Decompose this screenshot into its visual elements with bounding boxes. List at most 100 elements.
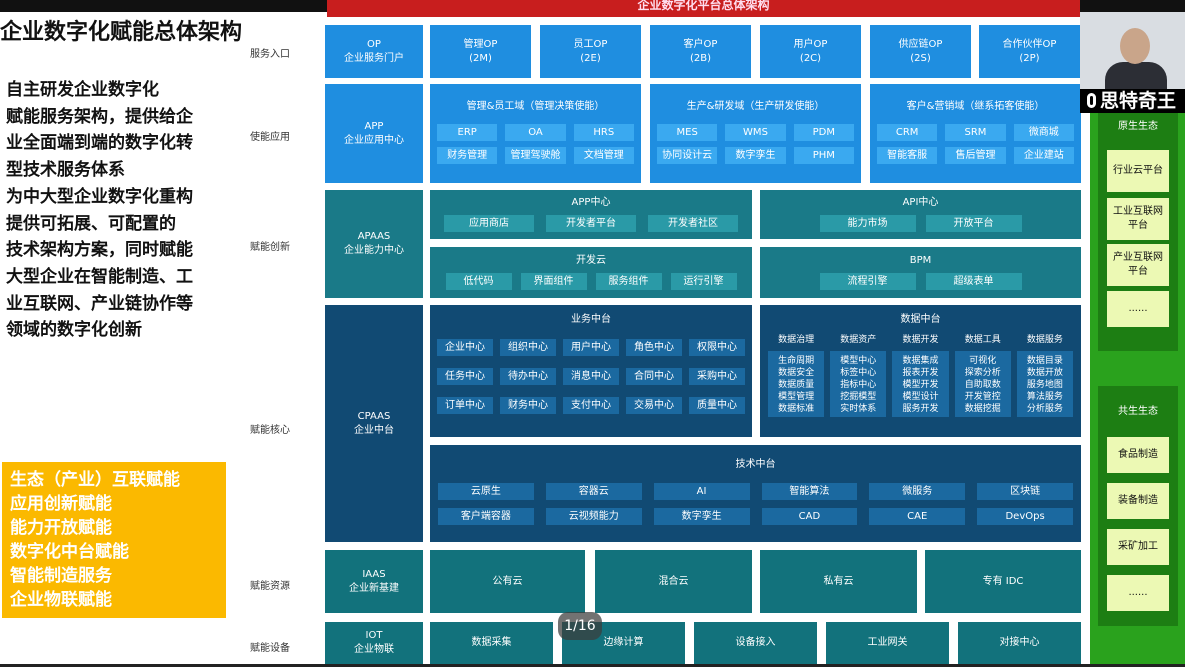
- data-column-item: 模型中心: [840, 356, 877, 366]
- capability-list: 生态（产业）互联赋能 应用创新赋能 能力开放赋能 数字化中台赋能 智能制造服务 …: [2, 462, 226, 618]
- ecosystem-item: 食品制造: [1107, 437, 1169, 473]
- tech-tag: 容器云: [545, 483, 642, 500]
- data-column-head: 数据服务: [1026, 335, 1063, 345]
- tech-tag: CAE: [869, 508, 966, 525]
- iot-card: 设备接入: [694, 622, 817, 664]
- app-tag: CRM: [877, 124, 938, 141]
- data-column-item: 数据目录: [1026, 356, 1063, 366]
- apaas-tag: 流程引擎: [819, 273, 916, 290]
- layer-app-label-text: APP 企业应用中心: [344, 120, 404, 146]
- page-indicator[interactable]: 1/16: [558, 612, 602, 640]
- app-domain-panel: 客户&营销域（继系拓客使能） CRM SRM 微商城 智能客服 售后管理 企业建…: [870, 84, 1081, 183]
- tech-tag: AI: [653, 483, 750, 500]
- op-card-code: (2C): [799, 52, 822, 64]
- apaas-tag: 能力市场: [819, 215, 916, 232]
- bottom-edge-strip: [0, 664, 1185, 667]
- op-card-name: 客户OP: [683, 38, 718, 50]
- data-column: 数据服务 数据目录 数据开放 服务地图 算法服务 分析服务: [1016, 329, 1073, 417]
- apaas-panel-title: 开发云: [576, 255, 606, 266]
- capability-item: 应用创新赋能: [10, 494, 112, 514]
- ecosystem-item: 产业互联网 平台: [1107, 244, 1169, 286]
- iot-card: 对接中心: [958, 622, 1081, 664]
- layer-op-label-text: OP 企业服务门户: [344, 38, 404, 64]
- app-domain-panel: 生产&研发域（生产研发使能） MES WMS PDM 协同设计云 数字孪生 PH…: [650, 84, 861, 183]
- row-label-devices: 赋能设备: [250, 643, 290, 654]
- data-column-item: 服务开发: [902, 404, 939, 414]
- data-column-item: 数据集成: [902, 356, 939, 366]
- app-domain-title: 客户&营销域（继系拓客使能）: [906, 101, 1045, 112]
- capability-item: 能力开放赋能: [10, 518, 112, 538]
- description-line: 型技术服务体系: [6, 160, 125, 181]
- business-center-tag: 消息中心: [563, 368, 619, 385]
- business-center-tag: 组织中心: [500, 339, 556, 356]
- ecosystem-item: ......: [1107, 575, 1169, 611]
- data-column-item: 模型开发: [902, 380, 939, 390]
- description-line: 技术架构方案，同时赋能: [6, 240, 193, 261]
- app-tag: WMS: [725, 124, 786, 141]
- data-column-item: 开发管控: [964, 392, 1001, 402]
- presenter-face: [1120, 28, 1150, 64]
- native-ecosystem-panel: 原生生态 行业云平台 工业互联网 平台 产业互联网 平台 ......: [1098, 113, 1178, 351]
- tech-tag: 数字孪生: [653, 508, 750, 525]
- tech-tag: DevOps: [977, 508, 1073, 525]
- app-tag: SRM: [945, 124, 1006, 141]
- apaas-tag: 开发者社区: [648, 215, 738, 232]
- row-label-core: 赋能核心: [250, 425, 290, 436]
- tech-tag: 智能算法: [761, 483, 858, 500]
- app-tag: 智能客服: [877, 147, 938, 164]
- data-column-item: 生命周期: [778, 356, 815, 366]
- ecosystem-item: 采矿加工: [1107, 529, 1169, 565]
- op-card-name: 合作伙伴OP: [1002, 38, 1057, 50]
- layer-iot-label-text: IOT 企业物联: [354, 630, 394, 655]
- data-column-item: 数据安全: [778, 368, 815, 378]
- native-ecosystem-title: 原生生态: [1118, 121, 1158, 132]
- microphone-icon[interactable]: [1087, 93, 1096, 108]
- data-column-item: 挖掘模型: [840, 392, 877, 402]
- app-tag: 售后管理: [945, 147, 1006, 164]
- apaas-panel-title: API中心: [902, 197, 939, 208]
- ecosystem-item: ......: [1107, 291, 1169, 327]
- business-center-tag: 采购中心: [689, 368, 745, 385]
- op-card-name: 供应链OP: [898, 38, 943, 50]
- description-line: 提供可拓展、可配置的: [6, 213, 176, 234]
- description-line: 为中大型企业数字化重构: [6, 186, 193, 207]
- op-card-name: 用户OP: [793, 38, 828, 50]
- webcam-video[interactable]: [1080, 12, 1185, 98]
- data-column-item: 数据标准: [778, 404, 815, 414]
- business-center-tag: 质量中心: [689, 397, 745, 414]
- description-line: 业全面端到端的数字化转: [6, 133, 193, 154]
- data-column: 数据资产 模型中心 标签中心 指标中心 挖掘模型 实时体系: [830, 329, 887, 417]
- business-center-tag: 角色中心: [626, 339, 682, 356]
- app-tag: 管理驾驶舱: [505, 147, 566, 164]
- layer-cpaas-label-text: CPAAS 企业中台: [354, 410, 394, 436]
- page-title: 企业数字化赋能总体架构: [0, 20, 243, 45]
- apaas-panel-bpm: BPM 流程引擎 超级表单: [760, 247, 1081, 298]
- app-tag: PHM: [793, 147, 854, 164]
- iaas-card: 私有云: [760, 550, 917, 613]
- row-label-apps: 使能应用: [250, 132, 290, 143]
- iot-card: 工业网关: [826, 622, 949, 664]
- tech-tag: 客户端容器: [438, 508, 534, 525]
- business-platform-title: 业务中台: [571, 314, 611, 325]
- apaas-panel-title: BPM: [909, 255, 932, 266]
- data-platform-title: 数据中台: [900, 314, 941, 325]
- business-center-tag: 订单中心: [437, 397, 493, 414]
- data-column-head: 数据工具: [964, 335, 1001, 345]
- iaas-card: 混合云: [595, 550, 752, 613]
- app-tag: OA: [505, 124, 566, 141]
- description-line: 大型企业在智能制造、工: [6, 266, 193, 287]
- presenter-name: 思特奇王: [1100, 90, 1177, 112]
- data-column-item: 探索分析: [964, 368, 1001, 378]
- business-center-tag: 合同中心: [626, 368, 682, 385]
- layer-iot-label: IOT 企业物联: [325, 622, 423, 664]
- tech-platform-title: 技术中台: [735, 459, 776, 470]
- layer-op-label: OP 企业服务门户: [325, 25, 423, 78]
- data-column-item: 数据质量: [778, 380, 815, 390]
- app-tag: PDM: [793, 124, 854, 141]
- app-domain-panel: 管理&员工域（管理决策使能） ERP OA HRS 财务管理 管理驾驶舱 文档管…: [430, 84, 641, 183]
- data-column-item: 算法服务: [1026, 392, 1063, 402]
- layer-apaas-label: APAAS 企业能力中心: [325, 190, 423, 298]
- data-column-item: 实时体系: [840, 404, 877, 414]
- layer-app-label: APP 企业应用中心: [325, 84, 423, 183]
- tech-tag: 云原生: [438, 483, 534, 500]
